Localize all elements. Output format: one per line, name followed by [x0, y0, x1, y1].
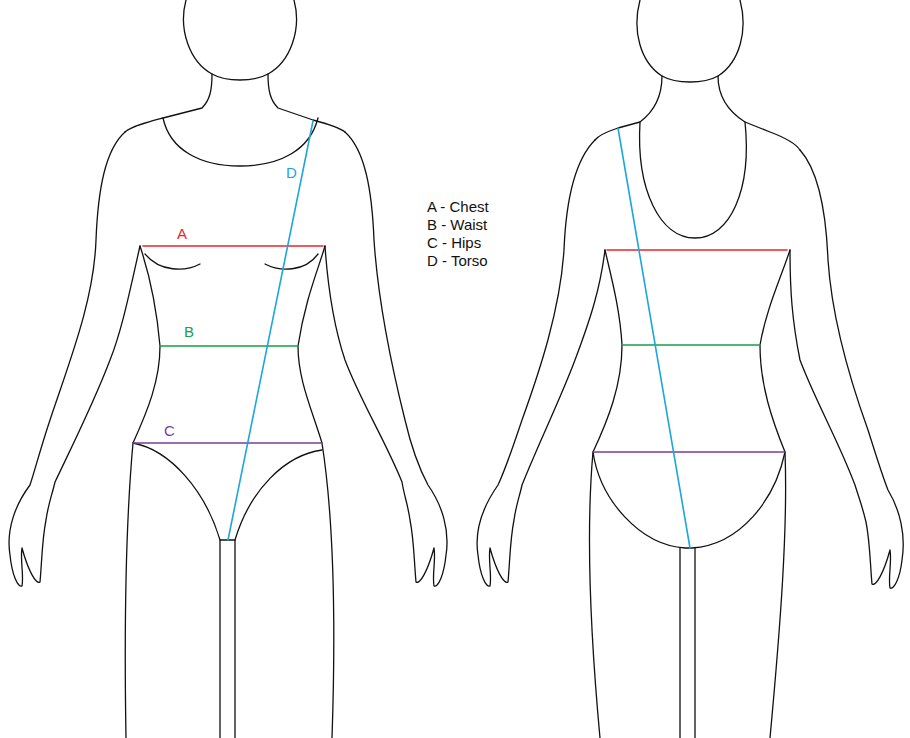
front-figure [9, 0, 447, 738]
callout-letter: D [286, 164, 297, 182]
back-figure [477, 0, 903, 738]
key-entry: D - Torso [427, 252, 488, 270]
key-entry: A - Chest [427, 198, 489, 216]
callout-letter: C [164, 422, 175, 440]
key-entry: B - Waist [427, 216, 487, 234]
callout-letter: B [184, 323, 194, 341]
callout-letter: A [177, 225, 187, 243]
key-entry: C - Hips [427, 234, 481, 252]
